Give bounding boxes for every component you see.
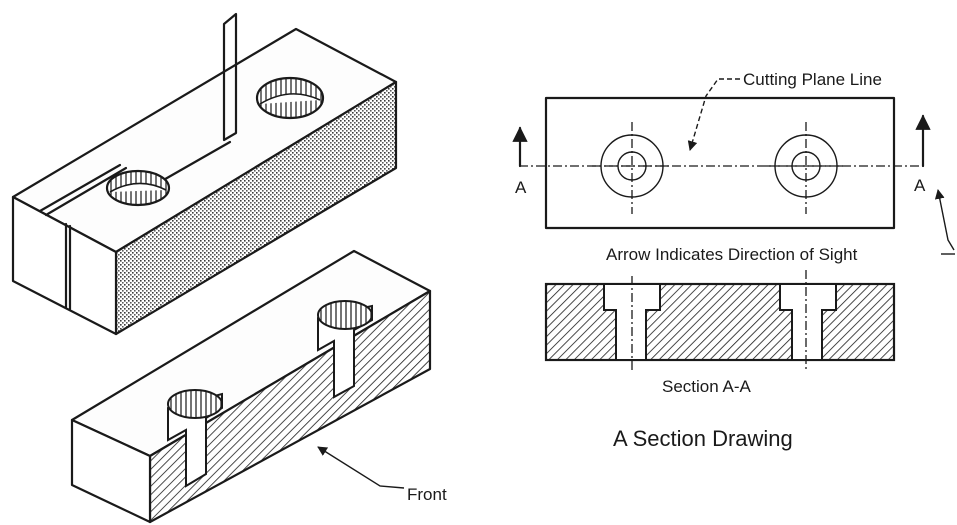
isometric-sectioned-part xyxy=(70,249,432,524)
direction-of-sight-label: Arrow Indicates Direction of Sight xyxy=(606,245,858,264)
drawing-title: A Section Drawing xyxy=(613,426,793,451)
front-label: Front xyxy=(407,485,447,504)
isometric-whole-part xyxy=(11,12,398,336)
section-a-a-view: Section A-A xyxy=(544,270,896,396)
top-view: A A xyxy=(512,96,931,230)
cutting-plane-label: Cutting Plane Line xyxy=(743,70,882,89)
direction-of-sight-callout: Arrow Indicates Direction of Sight xyxy=(606,189,955,264)
front-callout: Front xyxy=(317,446,447,504)
section-label: Section A-A xyxy=(662,377,751,396)
section-marker-right: A xyxy=(914,176,926,195)
section-marker-left: A xyxy=(515,178,527,197)
cutting-plane-callout: Cutting Plane Line xyxy=(687,70,882,151)
